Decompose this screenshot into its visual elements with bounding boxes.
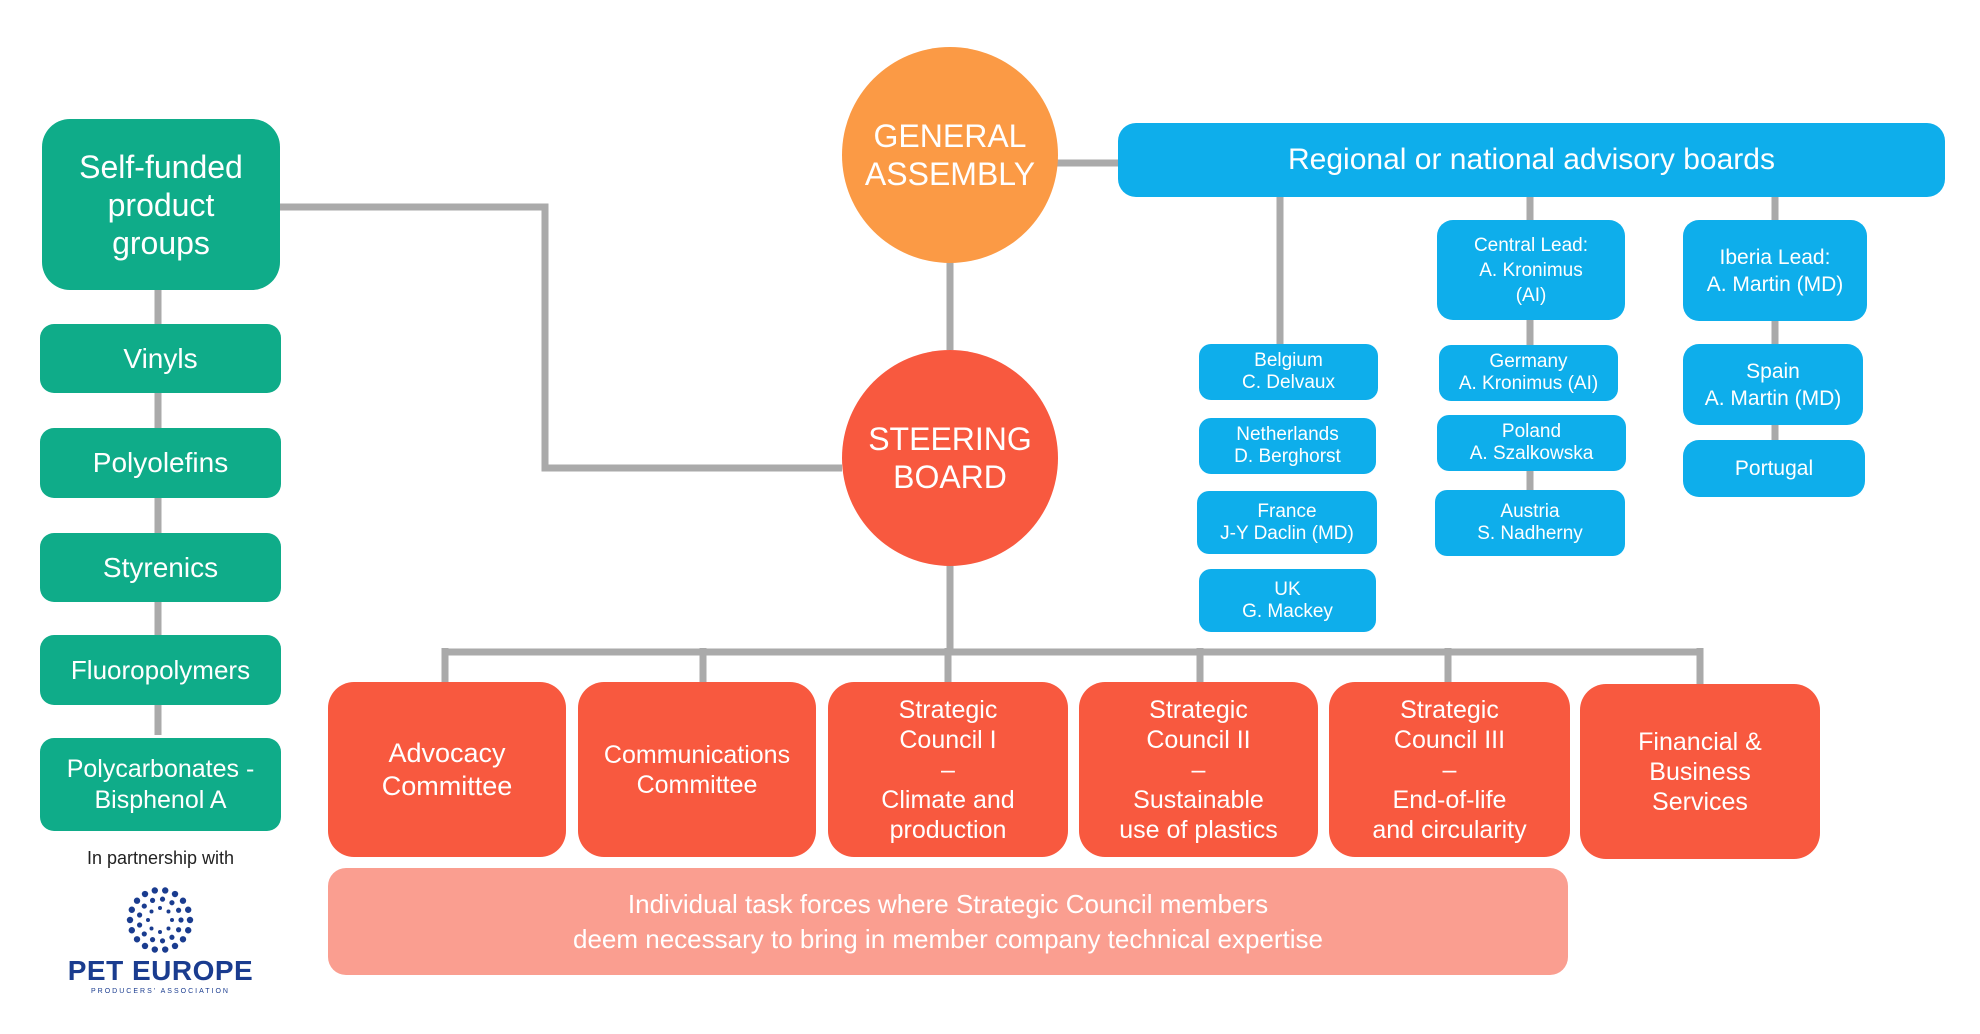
product-group-vinyls: Vinyls [40,324,281,393]
product-group-polycarbonates: Polycarbonates - Bisphenol A [40,738,281,831]
advisory-spain: Spain A. Martin (MD) [1683,344,1863,425]
strategic-council-3: Strategic Council III – End-of-life and … [1329,682,1570,857]
committee-advocacy: Advocacy Committee [328,682,566,857]
partner-logo-name: PET EUROPE [67,955,254,986]
advisory-netherlands: Netherlands D. Berghorst [1199,418,1376,474]
committee-financial-business: Financial & Business Services [1580,684,1820,859]
advisory-boards-header: Regional or national advisory boards [1118,123,1945,197]
strategic-council-1: Strategic Council I – Climate and produc… [828,682,1068,857]
advisory-belgium: Belgium C. Delvaux [1199,344,1378,400]
advisory-poland: Poland A. Szalkowska [1437,415,1626,471]
advisory-germany: Germany A. Kronimus (AI) [1439,345,1618,401]
product-group-fluoropolymers: Fluoropolymers [40,635,281,705]
task-forces-box: Individual task forces where Strategic C… [328,868,1568,975]
partnership-text: In partnership with [86,848,235,868]
advisory-iberia-lead: Iberia Lead: A. Martin (MD) [1683,220,1867,321]
product-group-polyolefins: Polyolefins [40,428,281,498]
general-assembly-circle: GENERAL ASSEMBLY [842,47,1058,263]
advisory-central-lead: Central Lead: A. Kronimus (AI) [1437,220,1625,320]
advisory-france: France J-Y Daclin (MD) [1197,491,1377,554]
committee-communications: Communications Committee [578,682,816,857]
strategic-council-2: Strategic Council II – Sustainable use o… [1079,682,1318,857]
steering-board-circle: STEERING BOARD [842,350,1058,566]
advisory-uk: UK G. Mackey [1199,569,1376,632]
product-groups-header: Self-funded product groups [42,119,280,290]
product-group-styrenics: Styrenics [40,533,281,602]
partner-logo-tagline: PRODUCERS' ASSOCIATION [91,988,230,995]
dotted-circle-logo-icon [126,887,194,953]
advisory-austria: Austria S. Nadherny [1435,490,1625,556]
advisory-portugal: Portugal [1683,440,1865,497]
